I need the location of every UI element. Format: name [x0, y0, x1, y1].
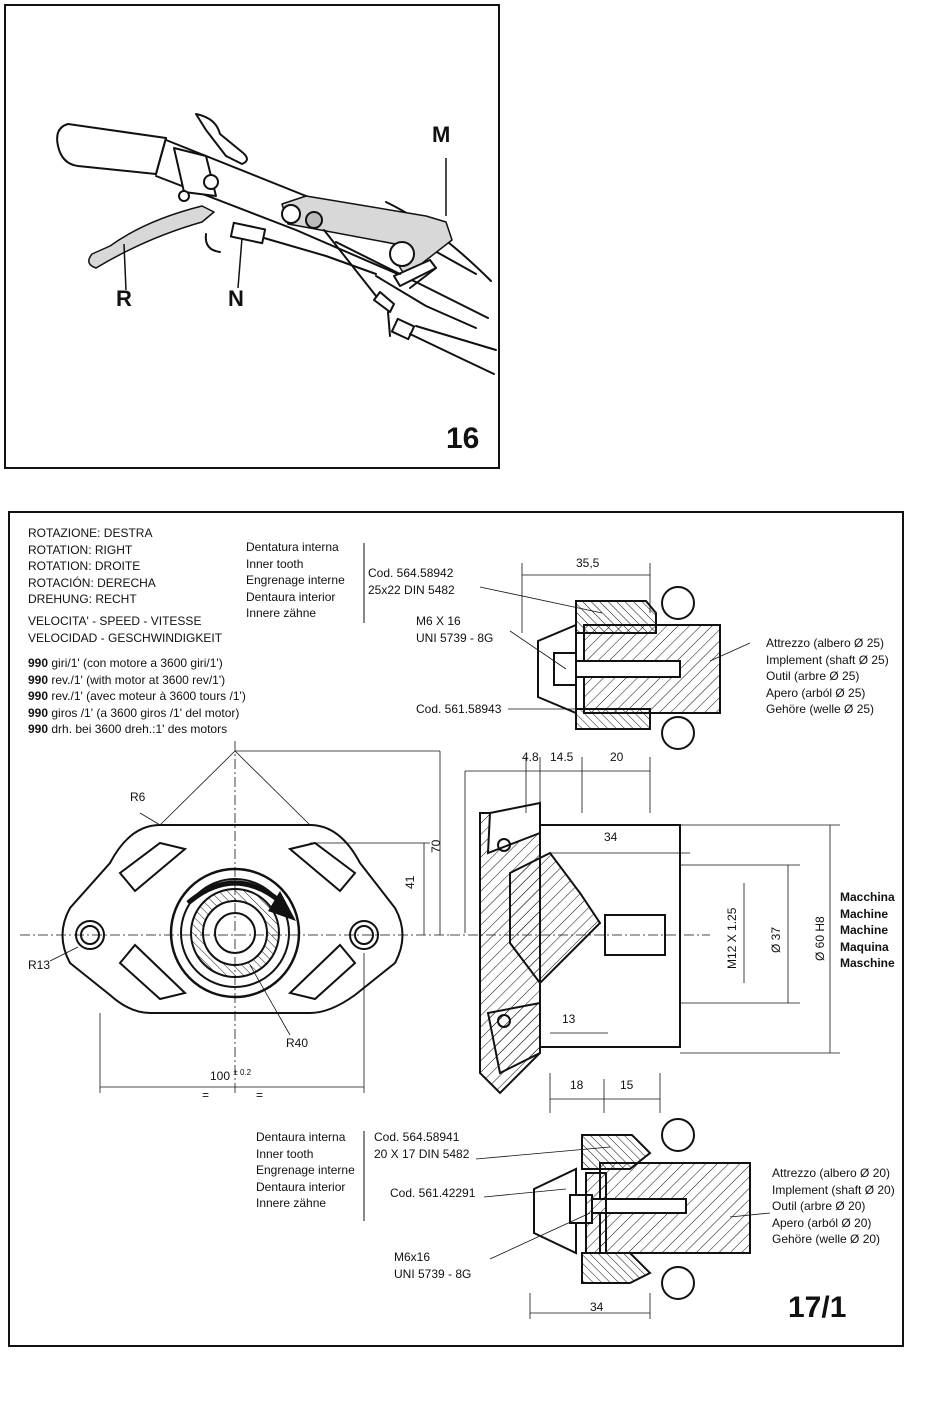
bottom-screw-size: M6x16 — [394, 1250, 431, 1264]
top-screw-size: M6 X 16 — [416, 614, 461, 628]
implement-top-de: Gehöre (welle Ø 25) — [766, 702, 875, 716]
implement-bottom-it: Attrezzo (albero Ø 20) — [772, 1166, 891, 1180]
inner-tooth-top-fr: Engrenage interne — [246, 573, 345, 587]
speed-heading-2: VELOCIDAD - GESCHWINDIGKEIT — [28, 630, 223, 645]
bottom-spline-spec: 20 X 17 DIN 5482 — [374, 1146, 470, 1161]
implement-bottom-de: Gehöre (welle Ø 20) — [772, 1232, 881, 1246]
inner-tooth-top-it: Dentatura interna — [246, 540, 339, 554]
dim-eq-left: = — [202, 1088, 210, 1102]
speed-line: 990 rev./1' (avec moteur à 3600 tours /1… — [28, 689, 246, 703]
bottom-spline-code: Cod. 564.58941 20 X 17 DIN 5482 — [374, 1129, 469, 1162]
inner-tooth-bottom-de: Innere zähne — [256, 1196, 327, 1210]
dim-35-5: 35,5 — [576, 556, 600, 570]
speed-headings: VELOCITA' - SPEED - VITESSE VELOCIDAD - … — [28, 613, 222, 646]
machine-de: Maschine — [840, 956, 895, 970]
figure-number-17-1: 17/1 — [788, 1291, 847, 1324]
figure-17-panel: ROTAZIONE: DESTRA ROTATION: RIGHT ROTATI… — [8, 511, 904, 1347]
implement-top-it: Attrezzo (albero Ø 25) — [766, 636, 885, 650]
callout-m: M — [432, 122, 451, 147]
inner-tooth-bottom-fr: Engrenage interne — [256, 1163, 355, 1177]
dim-34-bottom: 34 — [590, 1300, 604, 1314]
dim-60-h8: Ø 60 H8 — [813, 916, 827, 961]
inner-tooth-top-de: Innere zähne — [246, 606, 317, 620]
implement-bottom-fr: Outil (arbre Ø 20) — [772, 1199, 866, 1213]
rotation-de: DREHUNG: RECHT — [28, 592, 137, 606]
dim-r13: R13 — [28, 958, 51, 972]
dim-41: 41 — [403, 875, 417, 889]
machine-fr: Machine — [840, 923, 889, 937]
inner-tooth-bottom-en: Inner tooth — [256, 1146, 314, 1161]
dim-m12: M12 X 1.25 — [725, 907, 739, 969]
speed-lines: 990 giri/1' (con motore a 3600 giri/1') … — [28, 655, 246, 738]
implement-top-fr: Outil (arbre Ø 25) — [766, 669, 860, 683]
inner-tooth-bottom-es: Dentaura interior — [256, 1179, 346, 1194]
top-screw-spec: UNI 5739 - 8G — [416, 630, 494, 645]
dim-15: 15 — [620, 1078, 634, 1092]
figure-16-panel: M R N 16 — [4, 4, 500, 469]
speed-line: 990 giros /1' (a 3600 giros /1' del moto… — [28, 705, 240, 720]
rotation-list: ROTAZIONE: DESTRA ROTATION: RIGHT ROTATI… — [28, 525, 156, 608]
top-screw-code: M6 X 16 UNI 5739 - 8G — [416, 613, 493, 646]
dim-r40: R40 — [286, 1036, 309, 1050]
implement-bottom-en: Implement (shaft Ø 20) — [772, 1182, 895, 1197]
pto-drawing — [20, 543, 840, 1319]
machine-es: Maquina — [840, 939, 889, 954]
dim-r6: R6 — [130, 790, 146, 804]
rotation-en: ROTATION: RIGHT — [28, 542, 133, 557]
bottom-spline-code-number: Cod. 564.58941 — [374, 1130, 460, 1144]
handlebar-drawing — [56, 113, 497, 375]
inner-tooth-top-list: Dentatura interna Inner tooth Engrenage … — [246, 539, 345, 622]
implement-bottom-list: Attrezzo (albero Ø 20) Implement (shaft … — [772, 1165, 895, 1248]
speed-line: 990 drh. bei 3600 dreh.:1' des motors — [28, 722, 228, 736]
dim-70: 70 — [429, 839, 443, 853]
speed-line: 990 rev./1' (with motor at 3600 rev/1') — [28, 672, 226, 687]
top-spline-code: Cod. 564.58942 25x22 DIN 5482 — [368, 565, 455, 598]
implement-top-es: Apero (arból Ø 25) — [766, 685, 866, 700]
machine-it: Macchina — [840, 890, 895, 904]
dim-34-side: 34 — [604, 830, 618, 844]
bottom-screw-code: M6x16 UNI 5739 - 8G — [394, 1249, 471, 1282]
inner-tooth-bottom-list: Dentaura interna Inner tooth Engrenage i… — [256, 1129, 355, 1212]
implement-bottom-es: Apero (arból Ø 20) — [772, 1215, 872, 1230]
dim-14-5: 14.5 — [550, 750, 574, 764]
speed-heading-1: VELOCITA' - SPEED - VITESSE — [28, 614, 202, 628]
dim-20: 20 — [610, 750, 624, 764]
dim-13: 13 — [562, 1012, 576, 1026]
inner-tooth-top-es: Dentaura interior — [246, 589, 336, 604]
top-spline-code-number: Cod. 564.58942 — [368, 566, 454, 580]
rotation-es: ROTACIÓN: DERECHA — [28, 575, 156, 590]
dim-eq-right: = — [256, 1088, 264, 1102]
inner-tooth-bottom-it: Dentaura interna — [256, 1130, 346, 1144]
dim-4-8: 4.8 — [522, 750, 539, 764]
rotation-it: ROTAZIONE: DESTRA — [28, 526, 153, 540]
figure-number-16: 16 — [446, 422, 480, 455]
top-spline-spec: 25x22 DIN 5482 — [368, 582, 455, 597]
callout-n: N — [228, 286, 244, 311]
implement-top-list: Attrezzo (albero Ø 25) Implement (shaft … — [766, 635, 889, 718]
implement-top-en: Implement (shaft Ø 25) — [766, 652, 889, 667]
machine-list: Macchina Machine Machine Maquina Maschin… — [840, 889, 895, 972]
dim-100-tolerance: ± 0.2 — [233, 1068, 252, 1077]
bottom-screw-spec: UNI 5739 - 8G — [394, 1266, 472, 1281]
dim-100-value: 100 — [210, 1069, 231, 1083]
dim-18: 18 — [570, 1078, 584, 1092]
dim-37: Ø 37 — [769, 926, 783, 953]
dim-100: 100 ± 0.2 — [210, 1068, 252, 1083]
callout-r: R — [116, 286, 132, 311]
inner-tooth-top-en: Inner tooth — [246, 556, 304, 571]
rotation-fr: ROTATION: DROITE — [28, 559, 141, 573]
machine-en: Machine — [840, 906, 889, 921]
top-collar-code: Cod. 561.58943 — [416, 702, 502, 716]
speed-line: 990 giri/1' (con motore a 3600 giri/1') — [28, 656, 223, 670]
bottom-collar-code: Cod. 561.42291 — [390, 1186, 476, 1200]
